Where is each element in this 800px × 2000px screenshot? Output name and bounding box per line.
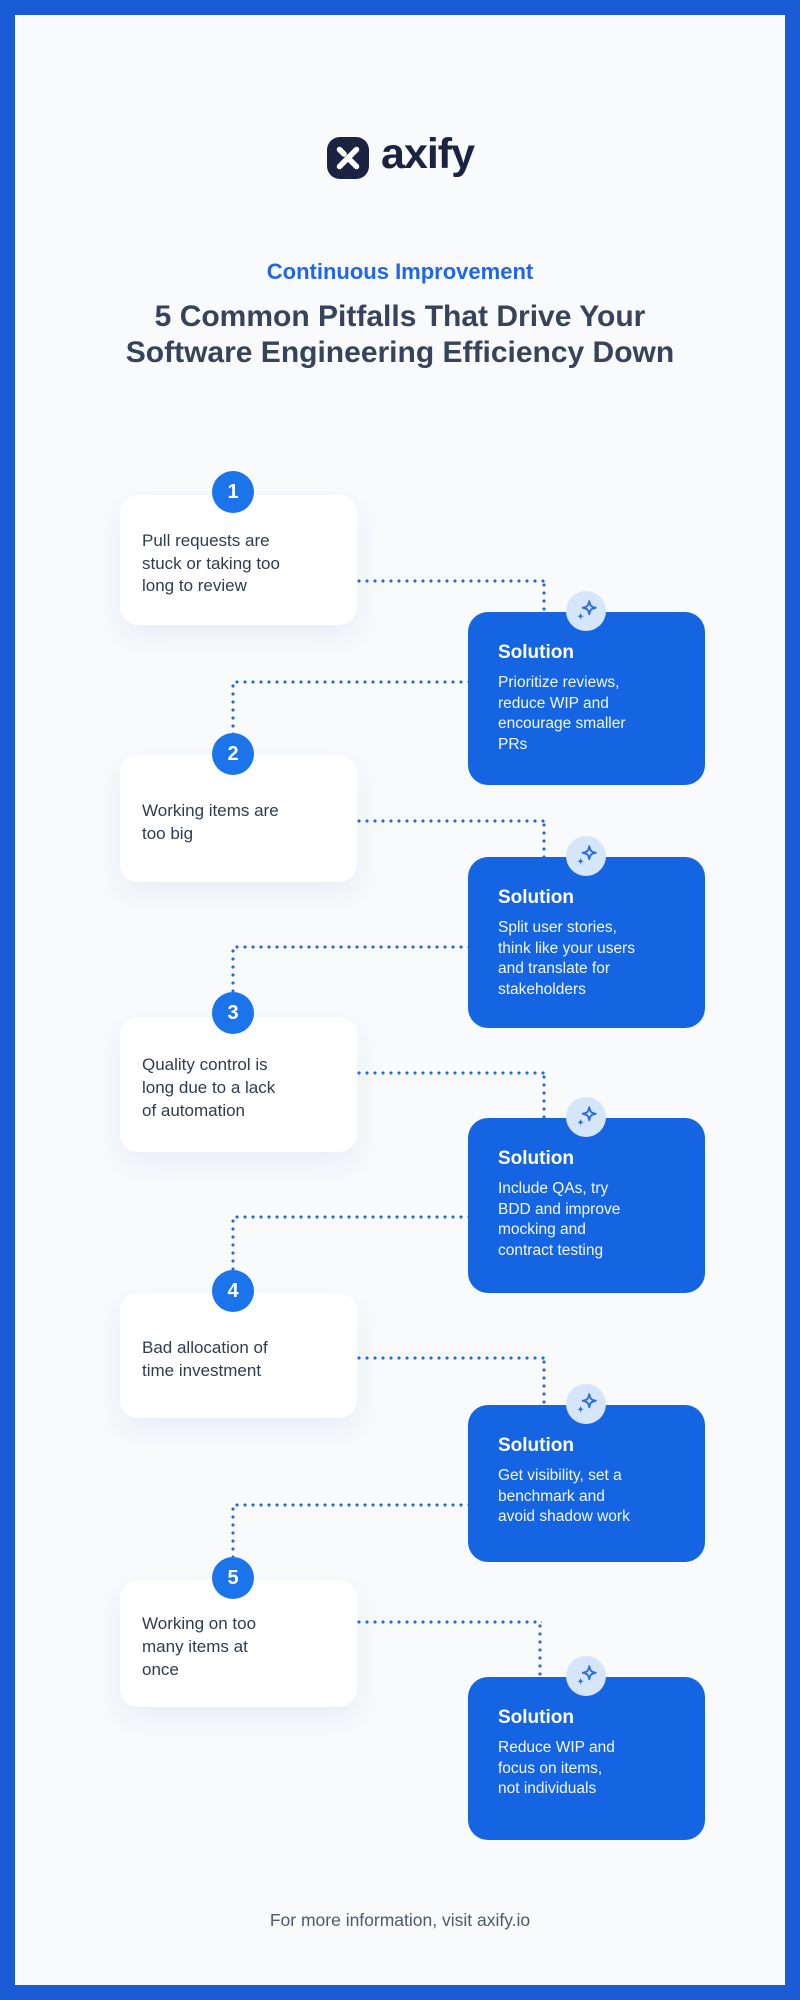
pitfall-card-5: Working on too many items at once [120,1580,357,1707]
page-title-line1: 5 Common Pitfalls That Drive Your [154,300,646,333]
solution-title: Solution [498,887,574,908]
axify-logo-icon [326,136,370,180]
brand-logo: axify [15,133,785,182]
connector-dotted-line [231,1219,235,1270]
step-number: 2 [227,742,239,765]
step-number-badge: 3 [212,992,254,1034]
connector-dotted-line [357,1356,545,1360]
connector-dotted-line [231,684,235,733]
connector-dotted-line [357,819,545,823]
sparkles-icon [566,836,606,876]
pitfall-card-1: Pull requests are stuck or taking too lo… [120,495,357,625]
step-number: 4 [227,1279,239,1302]
solution-title: Solution [498,1435,574,1456]
page-title-line2: Software Engineering Efficiency Down [125,336,675,369]
solution-title: Solution [498,1707,574,1728]
pitfall-text: Working on too many items at once [142,1614,257,1679]
solution-card-2: Solution Split user stories, think like … [468,857,705,1028]
pitfall-text: Pull requests are stuck or taking too lo… [142,530,280,596]
footer-note: For more information, visit axify.io [269,1910,531,1930]
step-number: 5 [227,1566,239,1589]
brand-wordmark: axify [380,130,475,178]
solution-card-3: Solution Include QAs, try BDD and improv… [468,1118,705,1293]
pitfall-card-3: Quality control is long due to a lack of… [120,1017,357,1152]
solution-text: Split user stories, think like your user… [498,919,635,998]
pitfall-card-2: Working items are too big [120,755,357,882]
sparkles-icon [566,1384,606,1424]
connector-dotted-line [357,1620,542,1624]
step-number-badge: 5 [212,1557,254,1599]
pitfall-text: Working items are too big [142,800,279,843]
connector-dotted-line [235,1215,468,1219]
solution-card-5: Solution Reduce WIP and focus on items, … [468,1677,705,1840]
solution-text: Include QAs, try BDD and improve mocking… [498,1180,621,1259]
connector-dotted-line [231,1507,235,1557]
step-number: 3 [227,1001,239,1024]
solution-text: Get visibility, set a benchmark and avoi… [498,1467,630,1526]
connector-dotted-line [235,1503,468,1507]
solution-title: Solution [498,1148,574,1169]
step-number-badge: 1 [212,471,254,513]
pitfall-card-4: Bad allocation of time investment [120,1293,357,1418]
sparkles-icon [566,1097,606,1137]
eyebrow-label: Continuous Improvement [266,259,534,284]
connector-dotted-line [542,1360,546,1405]
connector-dotted-line [235,680,468,684]
pitfall-text: Quality control is long due to a lack of… [142,1055,276,1120]
step-number-badge: 4 [212,1270,254,1312]
connector-dotted-line [357,1071,545,1075]
solution-text: Prioritize reviews, reduce WIP and encou… [498,674,626,753]
step-number-badge: 2 [212,733,254,775]
solution-card-4: Solution Get visibility, set a benchmark… [468,1405,705,1562]
solution-card-1: Solution Prioritize reviews, reduce WIP … [468,612,705,785]
sparkles-icon [566,591,606,631]
pitfall-text: Bad allocation of time investment [142,1337,268,1380]
step-number: 1 [227,480,239,503]
connector-dotted-line [231,949,235,992]
solution-title: Solution [498,642,574,663]
sparkles-icon [566,1656,606,1696]
connector-dotted-line [235,945,468,949]
page-title: 5 Common Pitfalls That Drive Your Softwa… [15,299,785,371]
solution-text: Reduce WIP and focus on items, not indiv… [498,1739,615,1798]
connector-dotted-line [542,583,546,612]
connector-dotted-line [542,823,546,857]
connector-dotted-line [538,1624,542,1677]
connector-dotted-line [357,579,545,583]
connector-dotted-line [542,1075,546,1118]
